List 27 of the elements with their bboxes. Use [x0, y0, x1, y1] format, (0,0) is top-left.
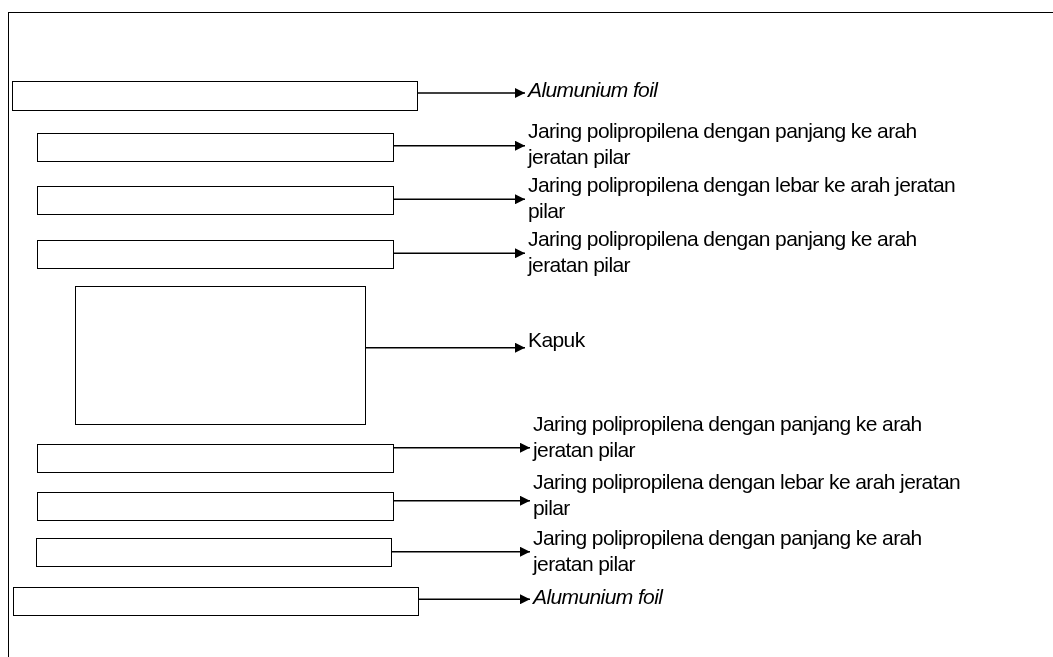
layer-box — [75, 286, 366, 425]
layer-label: Jaring polipropilena dengan panjang ke arah jeratan pilar — [533, 525, 973, 577]
layer-label: Alumunium foil — [528, 77, 658, 103]
layer-label: Jaring polipropilena dengan panjang ke arah jeratan pilar — [533, 411, 973, 463]
layer-label: Jaring polipropilena dengan panjang ke arah jeratan pilar — [528, 226, 968, 278]
arrow — [393, 442, 531, 453]
arrow — [393, 140, 526, 151]
layer-box — [37, 492, 394, 521]
layer-box — [37, 444, 394, 473]
layer-box — [12, 81, 418, 111]
layer-label: Alumunium foil — [533, 584, 663, 610]
layer-label: Jaring polipropilena dengan lebar ke arah jeratan pilar — [533, 469, 973, 521]
arrow — [391, 546, 531, 557]
layer-label: Kapuk — [528, 327, 585, 353]
layer-box — [37, 240, 394, 269]
arrow — [417, 88, 526, 98]
arrow — [393, 248, 526, 259]
layer-label: Jaring polipropilena dengan lebar ke arah jeratan pilar — [528, 172, 968, 224]
layer-box — [37, 133, 394, 162]
arrow — [393, 194, 526, 205]
layer-label: Jaring polipropilena dengan panjang ke arah jeratan pilar — [528, 118, 968, 170]
arrow — [365, 342, 526, 353]
layer-box — [37, 186, 394, 215]
layer-box — [13, 587, 419, 616]
arrow — [393, 495, 531, 506]
layer-box — [36, 538, 392, 567]
arrow — [418, 594, 531, 605]
